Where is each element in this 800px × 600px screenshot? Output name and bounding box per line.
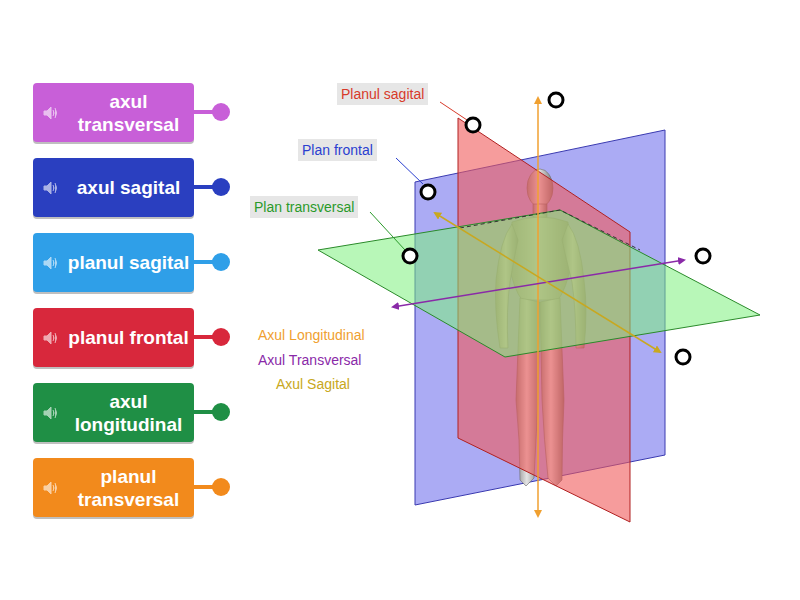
plane-tag: Planul sagital xyxy=(337,83,428,105)
drop-target xyxy=(466,118,480,132)
label-tile: axul sagital xyxy=(33,158,194,217)
drop-target xyxy=(403,249,417,263)
sagittal-axis xyxy=(435,213,660,352)
plane-tag: Plan transversal xyxy=(250,196,358,218)
axis-label: Axul Sagital xyxy=(276,375,350,393)
speaker-icon xyxy=(43,405,59,421)
plane-label: Planul sagital xyxy=(341,85,424,103)
axis-label: Axul Longitudinal xyxy=(258,326,365,344)
speaker-icon xyxy=(43,105,59,121)
label-tile: planul transversal xyxy=(33,458,194,517)
speaker-icon xyxy=(43,180,59,196)
speaker-icon xyxy=(43,255,59,271)
tile-label: planul frontal xyxy=(67,308,190,367)
label-tile: planul frontal xyxy=(33,308,194,367)
tile-label: axul longitudinal xyxy=(67,383,190,442)
label-tile: planul sagital xyxy=(33,233,194,292)
label-tile: axul longitudinal xyxy=(33,383,194,442)
drop-target xyxy=(696,249,710,263)
drop-target xyxy=(549,93,563,107)
leader-line xyxy=(440,102,470,122)
tile-label: planul sagital xyxy=(67,233,190,292)
transversal-plane xyxy=(318,210,760,357)
label-tile: axul transversal xyxy=(33,83,194,142)
plane-label: Plan transversal xyxy=(254,198,354,216)
speaker-icon xyxy=(43,330,59,346)
drop-target xyxy=(676,350,690,364)
tile-label: planul transversal xyxy=(67,458,190,517)
tile-label: axul transversal xyxy=(67,83,190,142)
hidden-edge xyxy=(460,210,640,250)
drop-targets xyxy=(403,93,710,364)
axis-label: Axul Transversal xyxy=(258,351,361,369)
tile-pins xyxy=(194,103,230,496)
plane-label: Plan frontal xyxy=(302,141,373,159)
transversal-axis xyxy=(393,260,684,307)
leader-line xyxy=(370,212,405,250)
speaker-icon xyxy=(43,480,59,496)
longitudinal-axis xyxy=(537,98,539,516)
leader-line xyxy=(396,158,423,184)
drop-target xyxy=(421,185,435,199)
tile-label: axul sagital xyxy=(67,158,190,217)
plane-tag: Plan frontal xyxy=(298,139,377,161)
